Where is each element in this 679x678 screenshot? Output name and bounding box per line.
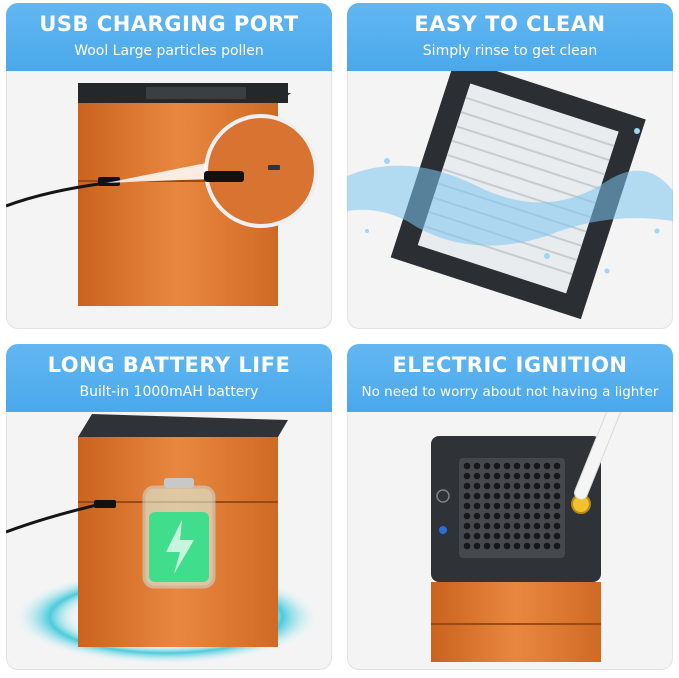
panel-title: USB CHARGING PORT bbox=[39, 12, 299, 36]
device-top bbox=[78, 414, 288, 437]
battery-illustration bbox=[6, 414, 321, 665]
usb-plug bbox=[204, 171, 244, 182]
panel-header: ELECTRIC IGNITION No need to worry about… bbox=[347, 344, 673, 412]
panel-subtitle: Built-in 1000mAH battery bbox=[79, 384, 259, 400]
panel-subtitle: Wool Large particles pollen bbox=[74, 43, 264, 59]
panel-header: LONG BATTERY LIFE Built-in 1000mAH batte… bbox=[6, 344, 332, 412]
panel-electric-ignition: ELECTRIC IGNITION No need to worry about… bbox=[347, 344, 673, 670]
panel-title: ELECTRIC IGNITION bbox=[392, 353, 628, 377]
panel-battery-life: LONG BATTERY LIFE Built-in 1000mAH batte… bbox=[6, 344, 332, 670]
panel-title: EASY TO CLEAN bbox=[414, 12, 606, 36]
panel-easy-clean: EASY TO CLEAN Simply rinse to get clean bbox=[347, 3, 673, 329]
water-drops bbox=[365, 128, 660, 274]
water-splash bbox=[347, 165, 673, 246]
vent-grid bbox=[146, 87, 246, 99]
panel-subtitle: No need to worry about not having a ligh… bbox=[361, 384, 659, 400]
panel-header: EASY TO CLEAN Simply rinse to get clean bbox=[347, 3, 673, 71]
usb-cable bbox=[6, 502, 102, 534]
vent-grid bbox=[459, 458, 565, 558]
cigarette bbox=[574, 412, 621, 500]
battery-icon bbox=[142, 478, 216, 589]
indicator-light bbox=[439, 526, 447, 534]
power-icon bbox=[436, 489, 450, 503]
filter-illustration bbox=[347, 71, 673, 320]
usb-cable bbox=[6, 181, 107, 208]
usb-charging-illustration bbox=[6, 83, 318, 306]
panel-subtitle: Simply rinse to get clean bbox=[422, 43, 598, 59]
panel-title: LONG BATTERY LIFE bbox=[47, 353, 291, 377]
ignition-illustration bbox=[431, 412, 621, 662]
panel-header: USB CHARGING PORT Wool Large particles p… bbox=[6, 3, 332, 71]
device-body bbox=[431, 582, 601, 662]
usb-port bbox=[268, 165, 280, 170]
panel-usb-charging: USB CHARGING PORT Wool Large particles p… bbox=[6, 3, 332, 329]
